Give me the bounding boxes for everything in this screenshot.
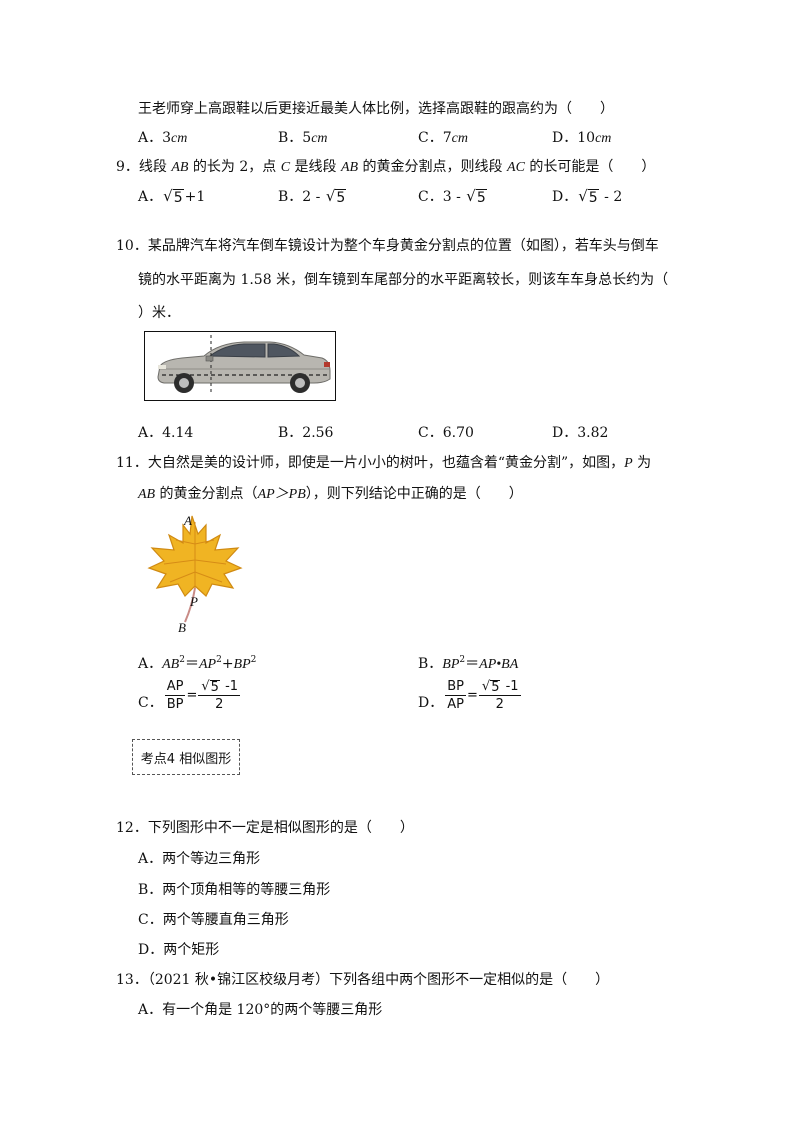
car-figure (144, 331, 336, 401)
q10-option-d: D．3.82 (552, 425, 609, 441)
q8-stem: 王老师穿上高跟鞋以后更接近最美人体比例，选择高跟鞋的跟高约为（ ） (138, 101, 614, 117)
q12-option-d: D．两个矩形 (138, 942, 220, 958)
q8-option-a: A．3cm (138, 130, 188, 146)
q11-option-b: B．BP2＝AP•BA (418, 655, 519, 672)
q8-option-b: B．5cm (278, 130, 328, 146)
leaf-figure: A P B (147, 513, 243, 635)
q11-line-2: AB 的黄金分割点（AP＞PB），则下列结论中正确的是（ ） (138, 486, 523, 502)
car-illustration (157, 335, 331, 395)
q11-line-1: 11．大自然是美的设计师，即使是一片小小的树叶，也蕴含着“黄金分割”，如图，P … (116, 455, 652, 471)
leaf-label-p: P (189, 594, 198, 609)
q12-option-b: B．两个顶角相等的等腰三角形 (138, 882, 331, 898)
q10-line-2: 镜的水平距离为 1.58 米，倒车镜到车尾部分的水平距离较长，则该车车身总长约为… (138, 272, 669, 288)
q9-option-b: B．2 - √5 (278, 187, 347, 206)
q9-option-c: C．3 - √5 (418, 187, 487, 206)
q9-option-a: A．√5+1 (138, 187, 206, 206)
q12-option-a: A．两个等边三角形 (138, 851, 261, 867)
q11-option-a: A．AB2＝AP2+BP2 (138, 655, 257, 672)
q10-option-a: A．4.14 (138, 425, 194, 441)
q8-option-c: C．7cm (418, 130, 468, 146)
leaf-label-a: A (183, 513, 192, 528)
q12-option-c: C．两个等腰直角三角形 (138, 912, 289, 928)
q12-stem: 12．下列图形中不一定是相似图形的是（ ） (116, 820, 414, 836)
q10-option-b: B．2.56 (278, 425, 334, 441)
section-label-kaodian: 考点4 相似图形 (132, 739, 240, 775)
leaf-label-b: B (178, 620, 186, 635)
q9-option-d: D．√5 - 2 (552, 187, 623, 206)
q13-option-a: A．有一个角是 120°的两个等腰三角形 (138, 1002, 383, 1018)
q10-option-c: C．6.70 (418, 425, 474, 441)
q13-stem: 13．（2021 秋•锦江区校级月考）下列各组中两个图形不一定相似的是（ ） (116, 972, 610, 988)
q10-line-3: ）米． (138, 305, 180, 321)
q10-line-1: 10．某品牌汽车将汽车倒车镜设计为整个车身黄金分割点的位置（如图），若车头与倒车 (116, 238, 659, 254)
q9-stem: 9．线段 AB 的长为 2，点 C 是线段 AB 的黄金分割点，则线段 AC 的… (116, 159, 656, 175)
maple-leaf (147, 515, 243, 623)
q8-option-d: D．10cm (552, 130, 612, 146)
